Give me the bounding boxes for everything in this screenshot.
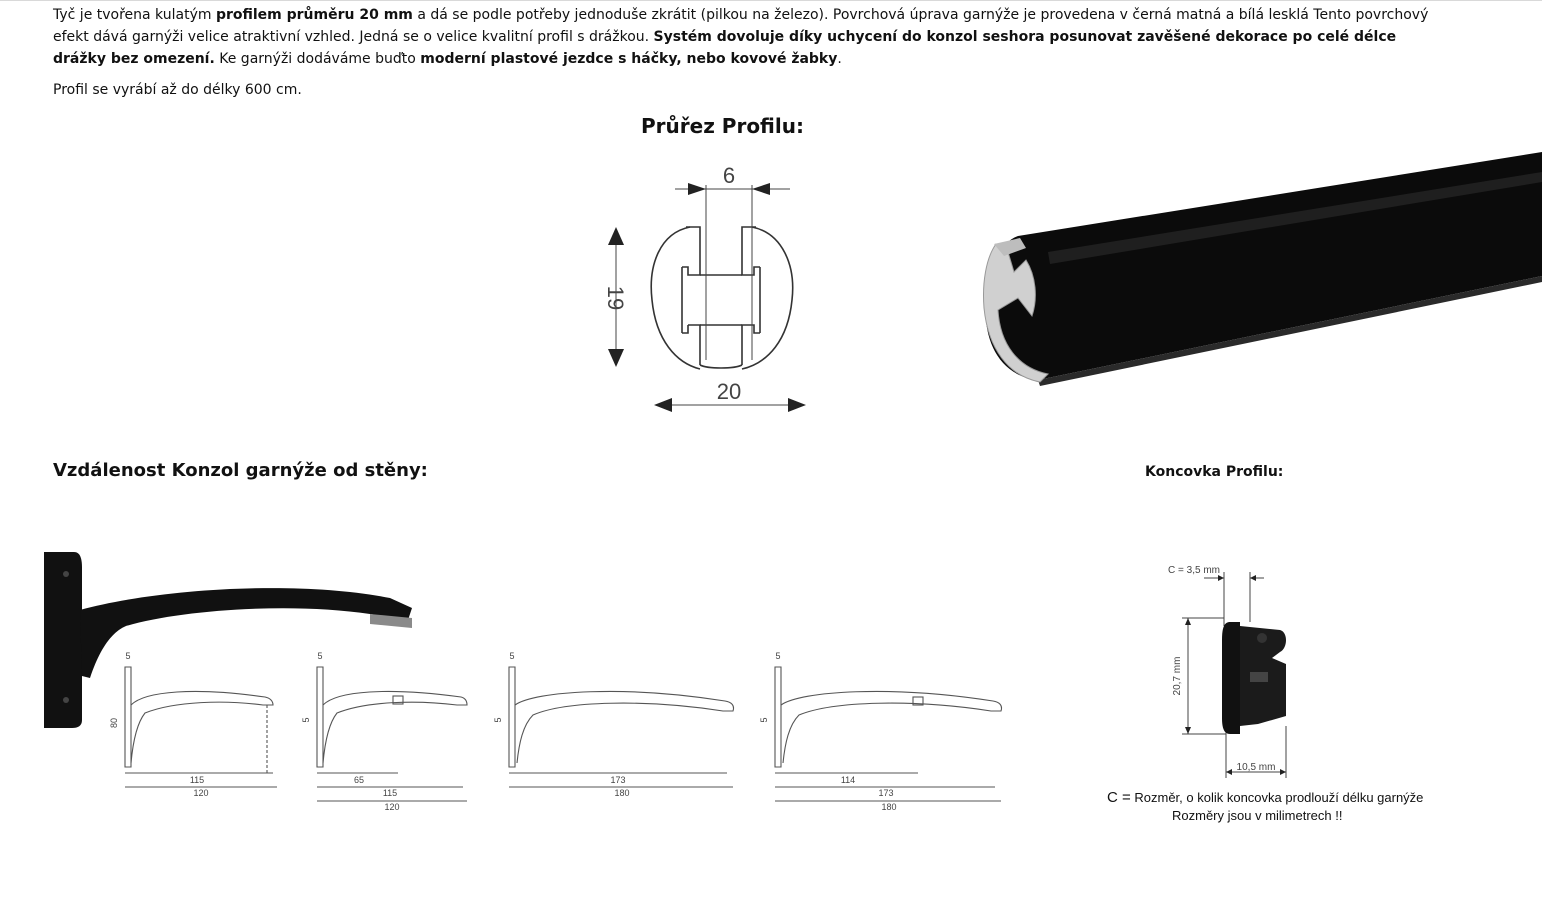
b3-dim-top: 5 [509,651,514,661]
rail-product-image [983,152,1542,386]
b3-dim-side: 5 [493,717,503,722]
b1-dim-outer: 120 [193,788,208,798]
bracket-product-image [44,552,412,728]
b2-dim-side: 5 [301,717,311,722]
b1-dim-side: 80 [109,718,119,728]
intro-text-3: Ke garnýži dodáváme buďto [214,51,421,67]
endcap-note-c: C = Rozměr, o kolik koncovka prodlouží d… [1107,789,1423,806]
intro-paragraph: Tyč je tvořena kulatým profilem průměru … [53,4,1453,70]
intro-text-4: . [837,51,842,67]
length-paragraph: Profil se vyrábí až do délky 600 cm. [53,82,302,98]
intro-text-2: a dá se podle potřeby jednoduše zkrátit … [53,7,1429,45]
profile-cross-section-drawing: 6 19 20 [603,163,806,412]
b3-dim-outer: 180 [614,788,629,798]
b4-dim-side: 5 [759,717,769,722]
dim-profile-diameter: 20 [717,379,741,404]
endcap-drawing: C = 3,5 mm 20,7 mm 10,5 mm [1168,565,1287,778]
b4-dim-outer: 180 [881,802,896,812]
endcap-dim-height: 20,7 mm [1172,657,1183,696]
intro-bold-accessories: moderní plastové jezdce s háčky, nebo ko… [420,51,838,67]
brackets-heading: Vzdálenost Konzol garnýže od stěny: [53,460,428,481]
endcap-note-c-text: Rozměr, o kolik koncovka prodlouží délku… [1130,790,1424,805]
endcap-dim-depth: 10,5 mm [1237,762,1276,773]
endcap-dim-c: C = 3,5 mm [1168,565,1220,576]
endcap-note-c-symbol: C = [1107,789,1131,806]
b4-dim-mid: 114 [841,775,855,785]
intro-bold-diameter: profilem průměru 20 mm [215,7,413,23]
bracket-drawings: 5 80 115 120 5 5 65 115 120 5 5 173 180 … [109,651,1003,812]
dim-profile-height: 19 [603,286,628,310]
b2-dim-inner: 115 [383,788,397,798]
b2-dim-top: 5 [317,651,322,661]
b1-dim-top: 5 [125,651,130,661]
b4-dim-inner: 173 [878,788,893,798]
dim-slot-width: 6 [723,163,735,188]
profile-heading: Průřez Profilu: [641,114,804,138]
intro-bold-system: Systém dovoluje díky uchycení do konzol … [53,29,1397,67]
b1-dim-inner: 115 [190,775,204,785]
top-divider [0,0,1542,1]
b4-dim-top: 5 [775,651,780,661]
intro-text-1: Tyč je tvořena kulatým [53,7,216,23]
endcap-heading: Koncovka Profilu: [1145,464,1284,480]
endcap-note-units: Rozměry jsou v milimetrech !! [1172,808,1343,823]
b3-dim-inner: 173 [610,775,625,785]
b2-dim-mid: 65 [354,775,364,785]
b2-dim-outer: 120 [384,802,399,812]
